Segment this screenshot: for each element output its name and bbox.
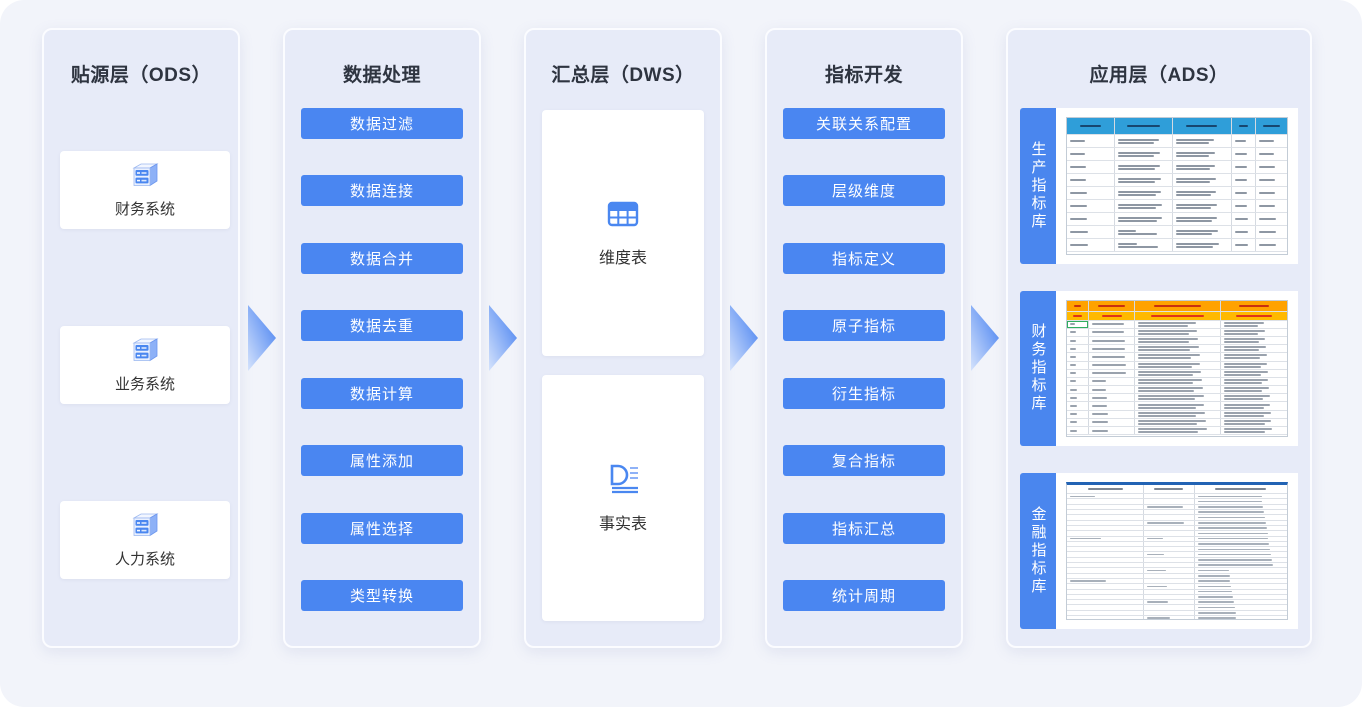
system-card: 财务系统 [60,151,230,229]
panel-title: 数据处理 [342,65,421,86]
indicator-step-list: 关联关系配置 层级维度 指标定义 原子指标 衍生指标 复合指标 指标汇总 统计周… [783,87,945,646]
system-label: 财务系统 [114,200,175,218]
indicator-library-block: 金融指标库 [1020,473,1298,629]
table-screenshot [1066,117,1288,255]
flow-arrow [722,28,765,648]
indicator-library-block: 财务指标库 [1020,290,1298,447]
step-chip: 类型转换 [301,579,463,611]
panel-title: 贴源层（ODS） [70,65,212,86]
library-tab: 金融指标库 [1020,473,1056,629]
table-card: 事实表 [542,375,704,621]
dimension-table-icon [605,199,641,234]
step-chip: 属性添加 [301,445,463,477]
step-chip: 数据连接 [301,175,463,207]
step-chip: 层级维度 [783,175,945,207]
step-chip: 数据合并 [301,242,463,274]
table-card: 维度表 [542,110,704,356]
system-label: 人力系统 [114,550,175,568]
step-chip: 指标汇总 [783,512,945,544]
fact-table-icon [605,463,641,500]
arrow-right-icon [729,305,758,371]
table-label: 维度表 [598,249,647,267]
panel-ads: 应用层（ADS） 生产指标库 财务指标库 金融指标库 [1006,28,1312,648]
diagram-rail: 贴源层（ODS） 财务系统 业务系统 人力系统 [42,28,1312,648]
step-chip: 原子指标 [783,310,945,342]
library-preview [1056,473,1298,629]
step-chip: 关联关系配置 [783,108,945,139]
step-chip: 数据计算 [301,377,463,409]
flow-arrow [963,28,1006,648]
library-tab: 生产指标库 [1020,108,1056,264]
server-icon [130,337,160,368]
library-preview [1056,290,1298,447]
indicator-library-block: 生产指标库 [1020,108,1298,264]
table-label: 事实表 [598,515,647,533]
system-label: 业务系统 [114,375,175,393]
panel-data-processing: 数据处理 数据过滤 数据连接 数据合并 数据去重 数据计算 属性添加 属性选择 … [283,28,481,648]
step-chip: 指标定义 [783,242,945,274]
system-card-list: 财务系统 业务系统 人力系统 [60,87,230,646]
step-chip: 复合指标 [783,445,945,477]
library-block-list: 生产指标库 财务指标库 金融指标库 [1020,87,1298,657]
dws-card-list: 维度表 事实表 [542,87,704,646]
flow-arrow [481,28,524,648]
arrow-right-icon [970,305,999,371]
server-icon [130,162,160,193]
process-step-list: 数据过滤 数据连接 数据合并 数据去重 数据计算 属性添加 属性选择 类型转换 [301,87,463,646]
step-chip: 数据过滤 [301,108,463,139]
flow-arrow [240,28,283,648]
system-card: 人力系统 [60,501,230,579]
arrow-right-icon [247,305,276,371]
server-icon [130,512,160,543]
arrow-right-icon [488,305,517,371]
table-screenshot [1066,482,1288,620]
panel-indicator-dev: 指标开发 关联关系配置 层级维度 指标定义 原子指标 衍生指标 复合指标 指标汇… [765,28,963,648]
library-tab: 财务指标库 [1020,290,1056,447]
panel-dws: 汇总层（DWS） 维度表 事实表 [524,28,722,648]
panel-title: 汇总层（DWS） [551,65,695,86]
system-card: 业务系统 [60,326,230,404]
step-chip: 数据去重 [301,310,463,342]
panel-title: 指标开发 [824,65,903,86]
table-screenshot [1066,299,1288,438]
panel-title: 应用层（ADS） [1089,65,1229,86]
step-chip: 属性选择 [301,512,463,544]
step-chip: 衍生指标 [783,377,945,409]
step-chip: 统计周期 [783,579,945,611]
panel-ods: 贴源层（ODS） 财务系统 业务系统 人力系统 [42,28,240,648]
library-preview [1056,108,1298,264]
